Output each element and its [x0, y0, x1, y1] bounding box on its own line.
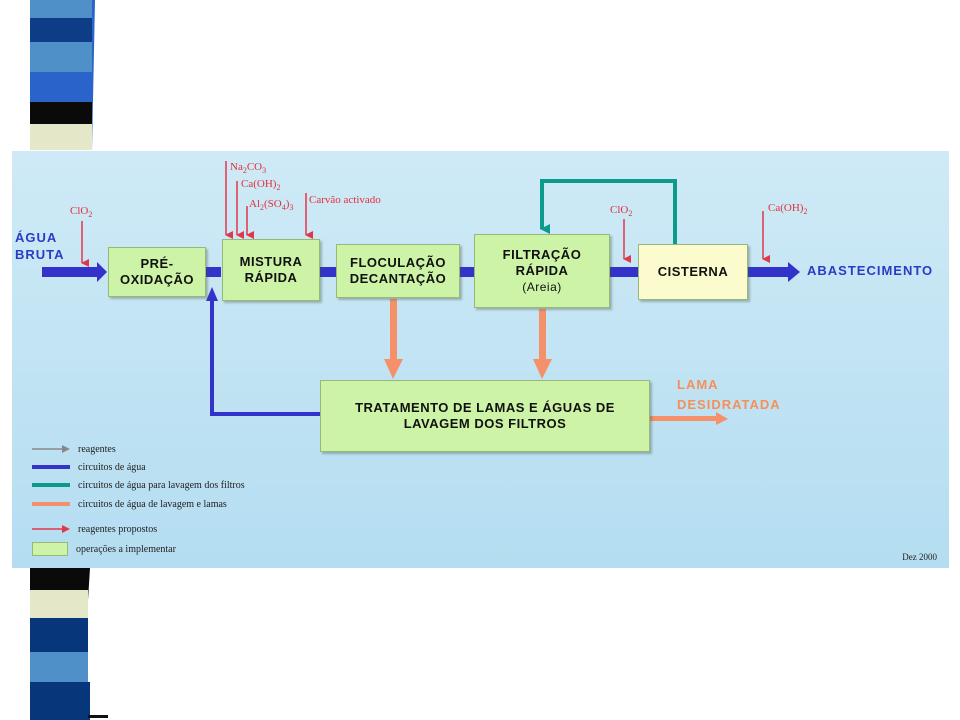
inlet-label-bruta: BRUTA [15, 247, 65, 262]
legend-green-square [32, 542, 68, 556]
wash-water-circuit [540, 179, 677, 244]
box-pre-oxidacao-line-2: OXIDAÇÃO [119, 272, 195, 287]
reagent-na2co3: Na2CO3 [230, 161, 267, 176]
legend-operacoes-text: operações a implementar [76, 543, 176, 555]
legend-item-circuitos-agua: circuitos de água [78, 461, 146, 473]
legend-item-reagentes-propostos: reagentes propostos [78, 523, 158, 535]
box-floculacao-line-2: DECANTAÇÃO [349, 271, 447, 286]
box-tratamento-lamas: TRATAMENTO DE LAMAS E ÁGUAS DE LAVAGEM D… [320, 380, 650, 452]
legend-item-circuitos-lavagem-filtros: circuitos de água para lavagem dos filtr… [78, 479, 245, 491]
box-filtracao-line-1: FILTRAÇÃO [502, 247, 582, 262]
box-mistura-line-1: MISTURA [239, 254, 303, 269]
box-tratamento-line-2: LAVAGEM DOS FILTROS [403, 416, 567, 431]
box-filtracao-line-2: RÁPIDA [515, 263, 569, 278]
reagent-clo2-preox: ClO2 [70, 205, 93, 220]
box-cisterna-line-1: CISTERNA [657, 264, 729, 279]
legend-item-circuitos-lavagem-lamas: circuitos de água de lavagem e lamas [78, 498, 227, 510]
reagent-carvao-activado: Carvão activado [309, 194, 381, 206]
box-mistura-rapida: MISTURA RÁPIDA [222, 239, 320, 301]
box-filtracao-rapida: FILTRAÇÃO RÁPIDA (Areia) [474, 234, 610, 308]
process-diagram-panel: ÁGUA BRUTA ABASTECIMENTO LAMA DESIDRATAD… [12, 151, 949, 568]
reagent-clo2-cisterna: ClO2 [610, 204, 633, 219]
inlet-label-agua: ÁGUA [15, 230, 58, 245]
box-filtracao-line-3: (Areia) [522, 280, 562, 294]
legend-swatches [32, 445, 70, 533]
legend-item-reagentes: reagentes [78, 443, 116, 455]
reagent-arrows [81, 161, 770, 267]
legend-item-operacoes: operações a implementar [32, 542, 176, 556]
water-flow [42, 262, 800, 282]
date-stamp: Dez 2000 [902, 552, 937, 562]
reagent-caoh2-mistura: Ca(OH)2 [241, 178, 281, 193]
flow-lines [32, 161, 800, 533]
box-floculacao-decantacao: FLOCULAÇÃO DECANTAÇÃO [336, 244, 460, 298]
box-pre-oxidacao: PRÉ- OXIDAÇÃO [108, 247, 206, 297]
sludge-output-label-1: LAMA [677, 377, 719, 392]
outlet-label-abastecimento: ABASTECIMENTO [807, 263, 934, 278]
water-return-circuit [206, 287, 320, 416]
box-floculacao-line-1: FLOCULAÇÃO [350, 255, 446, 270]
decorative-stripe [0, 0, 110, 720]
sludge-flow [384, 299, 728, 425]
reagent-al2so43: Al2(SO4)3 [249, 198, 294, 213]
box-mistura-line-2: RÁPIDA [244, 270, 298, 285]
box-tratamento-line-1: TRATAMENTO DE LAMAS E ÁGUAS DE [355, 400, 615, 415]
sludge-output-label-2: DESIDRATADA [677, 397, 781, 412]
box-cisterna: CISTERNA [638, 244, 748, 300]
reagent-caoh2-final: Ca(OH)2 [768, 202, 808, 217]
stripe-graphic [30, 0, 108, 720]
box-pre-oxidacao-line-1: PRÉ- [140, 256, 174, 271]
